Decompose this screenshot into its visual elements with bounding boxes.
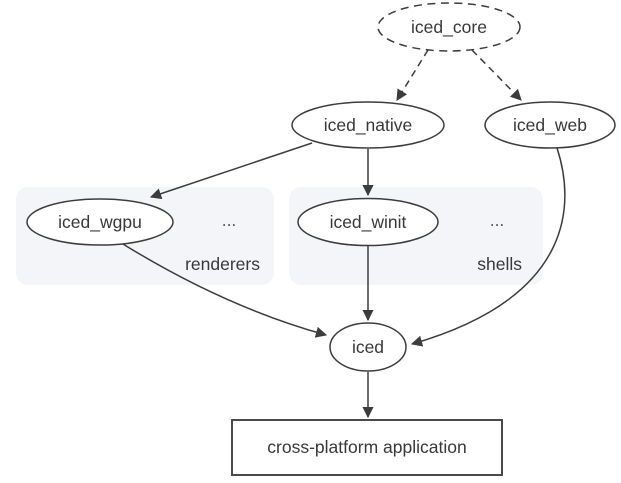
renderers-group-label: renderers [185, 254, 260, 274]
shells-ellipsis: ... [490, 210, 505, 230]
edge-wgpu-to-iced [122, 243, 328, 338]
node-iced-wgpu-label: iced_wgpu [58, 212, 142, 233]
edge-native-to-wgpu [149, 142, 313, 200]
edge-core-to-native [396, 49, 429, 101]
node-iced-web-label: iced_web [513, 115, 587, 136]
node-iced-winit-shape [297, 197, 439, 247]
renderers-ellipsis: ... [222, 210, 237, 230]
edge-web-to-iced [410, 147, 566, 347]
node-iced-core-label: iced_core [411, 17, 487, 38]
node-iced-native-label: iced_native [324, 115, 413, 136]
node-iced-web-shape [484, 101, 616, 149]
node-iced-label: iced [352, 337, 384, 357]
node-app-shape [231, 419, 503, 476]
shells-group-label: shells [477, 254, 522, 274]
node-iced-winit-label: iced_winit [330, 212, 407, 233]
node-iced-native-shape [291, 101, 445, 149]
node-iced-shape [329, 322, 407, 372]
node-iced-core-shape [377, 2, 521, 52]
node-iced-wgpu-shape [26, 198, 174, 246]
node-app-label: cross-platform application [267, 437, 466, 457]
edge-core-to-web [471, 49, 522, 101]
